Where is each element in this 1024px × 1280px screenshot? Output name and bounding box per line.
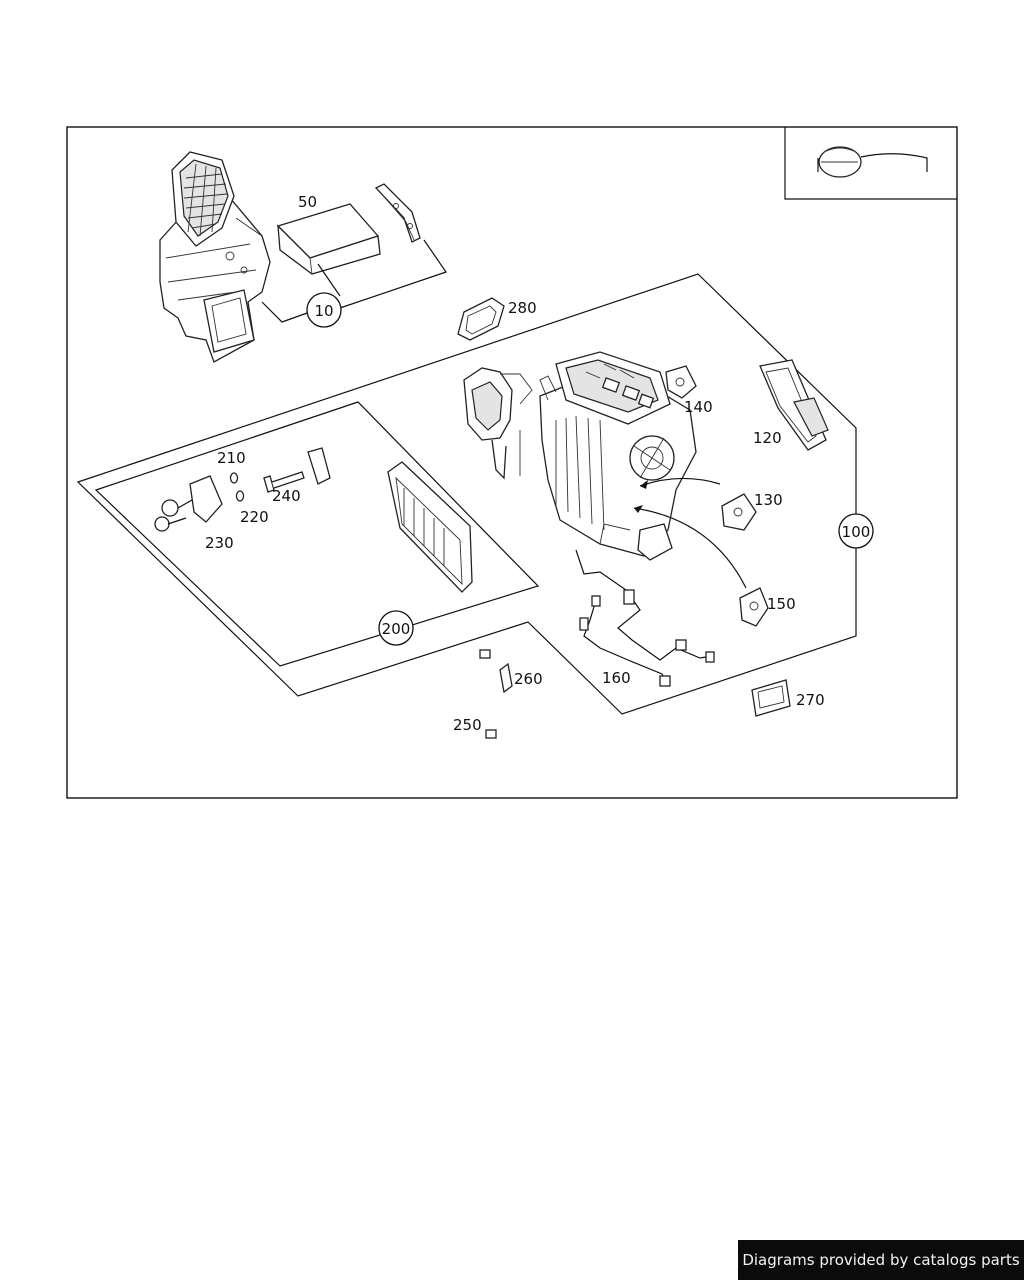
label-210[interactable]: 210 <box>217 449 246 467</box>
part-hvac-unit <box>463 351 697 561</box>
label-140[interactable]: 140 <box>684 398 713 416</box>
part-seal-280 <box>457 297 505 341</box>
part-blower-housing <box>159 151 271 363</box>
part-pipe-120 <box>631 322 829 451</box>
part-wiring-harness-160 <box>575 549 715 687</box>
part-grommet-270 <box>751 679 791 717</box>
part-actuator-150 <box>739 587 769 627</box>
part-o-ring-210 <box>229 472 239 484</box>
part-clip-260 <box>499 662 513 694</box>
credit-text: Diagrams provided by catalogs parts <box>742 1251 1020 1269</box>
vehicle-view-icon <box>784 127 957 200</box>
part-actuator-140 <box>665 365 697 399</box>
callout-200[interactable]: 200 <box>378 610 414 646</box>
group-200-outline <box>94 401 540 667</box>
callout-10[interactable]: 10 <box>306 292 342 328</box>
part-expansion-valve-230 <box>154 475 223 532</box>
group-100-outline <box>76 273 857 715</box>
label-280[interactable]: 280 <box>508 299 537 317</box>
part-evaporator <box>307 447 473 593</box>
part-bolt-240 <box>263 471 305 493</box>
callout-200-label: 200 <box>382 620 411 638</box>
part-o-ring-220 <box>235 490 245 502</box>
label-150[interactable]: 150 <box>767 595 796 613</box>
label-220[interactable]: 220 <box>240 508 269 526</box>
label-160[interactable]: 160 <box>602 669 631 687</box>
part-actuator-130 <box>721 493 757 531</box>
label-270[interactable]: 270 <box>796 691 825 709</box>
label-120[interactable]: 120 <box>753 429 782 447</box>
callout-10-label: 10 <box>314 302 333 320</box>
diagram-frame <box>66 126 958 799</box>
part-filter-bracket <box>374 183 421 243</box>
callout-100-label: 100 <box>842 523 871 541</box>
credit-banner: Diagrams provided by catalogs parts <box>738 1240 1024 1280</box>
label-250[interactable]: 250 <box>453 716 482 734</box>
label-230[interactable]: 230 <box>205 534 234 552</box>
callout-100[interactable]: 100 <box>838 513 874 549</box>
part-hose-250 <box>474 649 497 777</box>
part-cabin-filter <box>276 203 381 275</box>
label-240[interactable]: 240 <box>272 487 301 505</box>
label-260[interactable]: 260 <box>514 670 543 688</box>
label-50[interactable]: 50 <box>298 193 317 211</box>
label-130[interactable]: 130 <box>754 491 783 509</box>
